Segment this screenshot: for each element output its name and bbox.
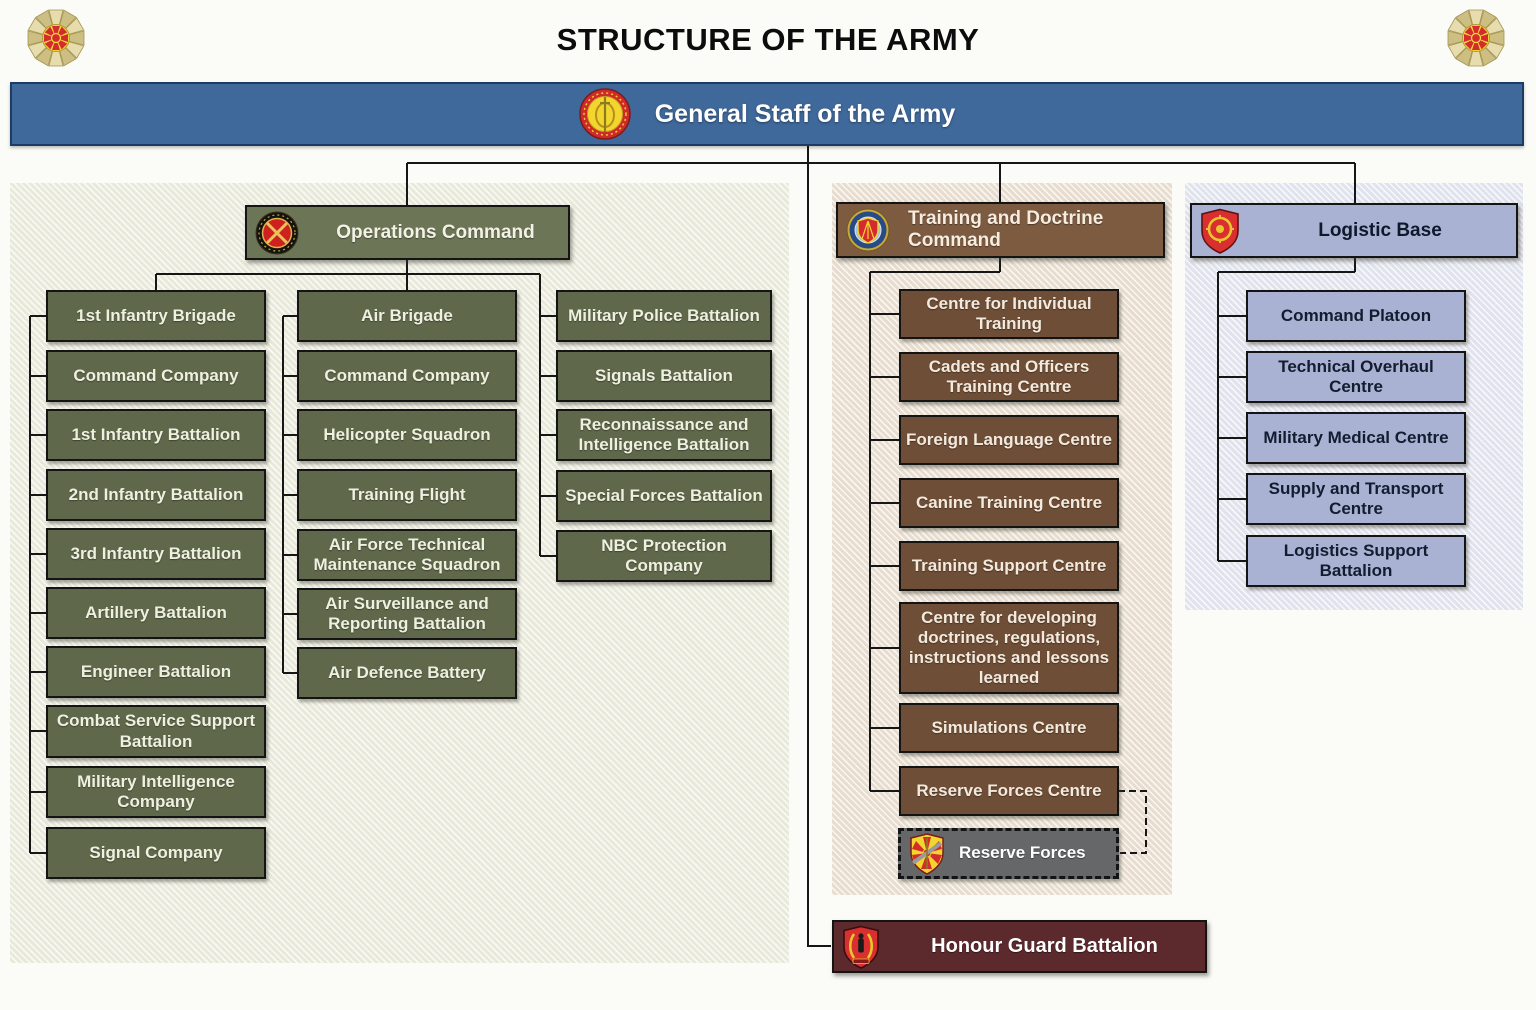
unit-box: Training Support Centre — [899, 541, 1119, 591]
page-title: STRUCTURE OF THE ARMY — [556, 22, 980, 57]
logistic-base-header: Logistic Base — [1190, 203, 1518, 258]
logistic-base-emblem-icon — [1201, 208, 1239, 254]
unit-box: Special Forces Battalion — [556, 470, 772, 522]
honour-guard-emblem-icon — [843, 925, 879, 969]
unit-box: Simulations Centre — [899, 703, 1119, 753]
general-staff-banner: General Staff of the Army — [10, 82, 1524, 146]
unit-box: Reserve Forces Centre — [899, 766, 1119, 816]
operations-command-label: Operations Command — [336, 221, 535, 243]
unit-box: Command Company — [297, 350, 517, 402]
unit-box: Supply and Transport Centre — [1246, 473, 1466, 525]
reserve-forces-emblem-icon — [910, 832, 944, 875]
training-doctrine-header: Training and Doctrine Command — [836, 202, 1165, 258]
unit-box: Signal Company — [46, 827, 266, 879]
unit-box: Command Company — [46, 350, 266, 402]
unit-box: Air Brigade — [297, 290, 517, 342]
training-doctrine-label: Training and Doctrine Command — [908, 208, 1104, 251]
unit-box: Canine Training Centre — [899, 478, 1119, 528]
unit-box: Technical Overhaul Centre — [1246, 351, 1466, 403]
unit-box: Centre for developing doctrines, regulat… — [899, 602, 1119, 694]
honour-guard-label: Honour Guard Battalion — [931, 935, 1158, 957]
army-rosette-icon — [27, 9, 85, 67]
unit-box: Foreign Language Centre — [899, 415, 1119, 465]
operations-command-header: Operations Command — [245, 205, 570, 260]
honour-guard-header: Honour Guard Battalion — [832, 920, 1207, 973]
operations-command-emblem-icon — [255, 211, 299, 254]
logistic-base-label: Logistic Base — [1318, 219, 1442, 241]
reserve-forces-box: Reserve Forces — [898, 828, 1119, 879]
unit-box: Command Platoon — [1246, 290, 1466, 342]
unit-box: Logistics Support Battalion — [1246, 535, 1466, 587]
unit-box: Air Defence Battery — [297, 647, 517, 699]
unit-box: Reconnaissance and Intelligence Battalio… — [556, 409, 772, 461]
unit-box: Combat Service Support Battalion — [46, 705, 266, 758]
training-doctrine-emblem-icon — [846, 208, 890, 252]
unit-box: Military Intelligence Company — [46, 766, 266, 818]
unit-box: 3rd Infantry Battalion — [46, 528, 266, 580]
unit-box: Helicopter Squadron — [297, 409, 517, 461]
army-rosette-icon — [1447, 9, 1505, 67]
unit-box: Air Surveillance and Reporting Battalion — [297, 588, 517, 640]
unit-box: Training Flight — [297, 469, 517, 521]
unit-box: Military Police Battalion — [556, 290, 772, 342]
unit-box: 1st Infantry Battalion — [46, 409, 266, 461]
unit-box: Centre for Individual Training — [899, 289, 1119, 339]
general-staff-emblem-icon — [578, 88, 631, 140]
unit-box: Air Force Technical Maintenance Squadron — [297, 529, 517, 581]
unit-box: Cadets and Officers Training Centre — [899, 352, 1119, 402]
unit-box: Artillery Battalion — [46, 587, 266, 639]
unit-box: 2nd Infantry Battalion — [46, 469, 266, 521]
general-staff-label: General Staff of the Army — [654, 99, 956, 128]
unit-box: Engineer Battalion — [46, 646, 266, 698]
unit-box: Military Medical Centre — [1246, 412, 1466, 464]
unit-box: NBC Protection Company — [556, 530, 772, 582]
unit-box: Signals Battalion — [556, 350, 772, 402]
unit-box: 1st Infantry Brigade — [46, 290, 266, 342]
